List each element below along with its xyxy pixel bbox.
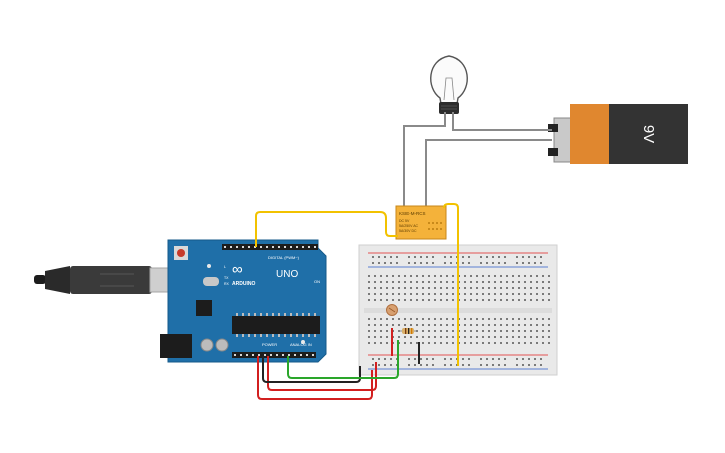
rx-label: RX — [224, 282, 230, 286]
tx-label: TX — [224, 276, 229, 280]
resistor[interactable] — [398, 328, 418, 334]
black-wire-gnd — [262, 356, 361, 383]
photoresistor[interactable] — [386, 304, 398, 316]
battery-label: 9V — [640, 125, 657, 143]
battery-9v[interactable]: 9V — [548, 104, 688, 164]
arduino-model: UNO — [276, 269, 298, 280]
light-bulb[interactable] — [430, 55, 468, 114]
yellow-wire-relay-board — [443, 203, 459, 366]
microcontroller-chip — [232, 316, 320, 334]
l-label: L — [224, 265, 226, 269]
arduino-uno[interactable]: ∞ ARDUINO UNO DIGITAL (PWM~) POWER ANALO… — [160, 239, 327, 363]
relay-model: KSIE-M-RCS — [399, 211, 426, 216]
breadboard-holes — [368, 256, 550, 366]
gray-wires — [403, 112, 552, 206]
digital-label: DIGITAL (PWM~) — [268, 255, 300, 260]
green-wire-analog — [287, 340, 399, 379]
usb-cable — [34, 266, 173, 294]
yellow-wire-signal — [255, 211, 398, 247]
analog-label: ANALOG IN — [290, 342, 312, 347]
relay-module[interactable]: KSIE-M-RCS DC 5V 5A/250V AC 5A/30V DC — [395, 205, 447, 240]
red-wire-5v — [267, 356, 377, 391]
red-wire-vin — [257, 356, 373, 400]
arduino-brand: ARDUINO — [232, 281, 255, 287]
on-label: ON — [314, 279, 320, 284]
wires — [255, 203, 459, 400]
arduino-logo: ∞ — [232, 261, 243, 278]
power-jack — [160, 334, 192, 358]
relay-line2: 5A/250V AC — [399, 224, 419, 228]
relay-line3: 5A/30V DC — [399, 229, 417, 233]
relay-line1: DC 5V — [399, 219, 410, 223]
power-label: POWER — [262, 342, 277, 347]
